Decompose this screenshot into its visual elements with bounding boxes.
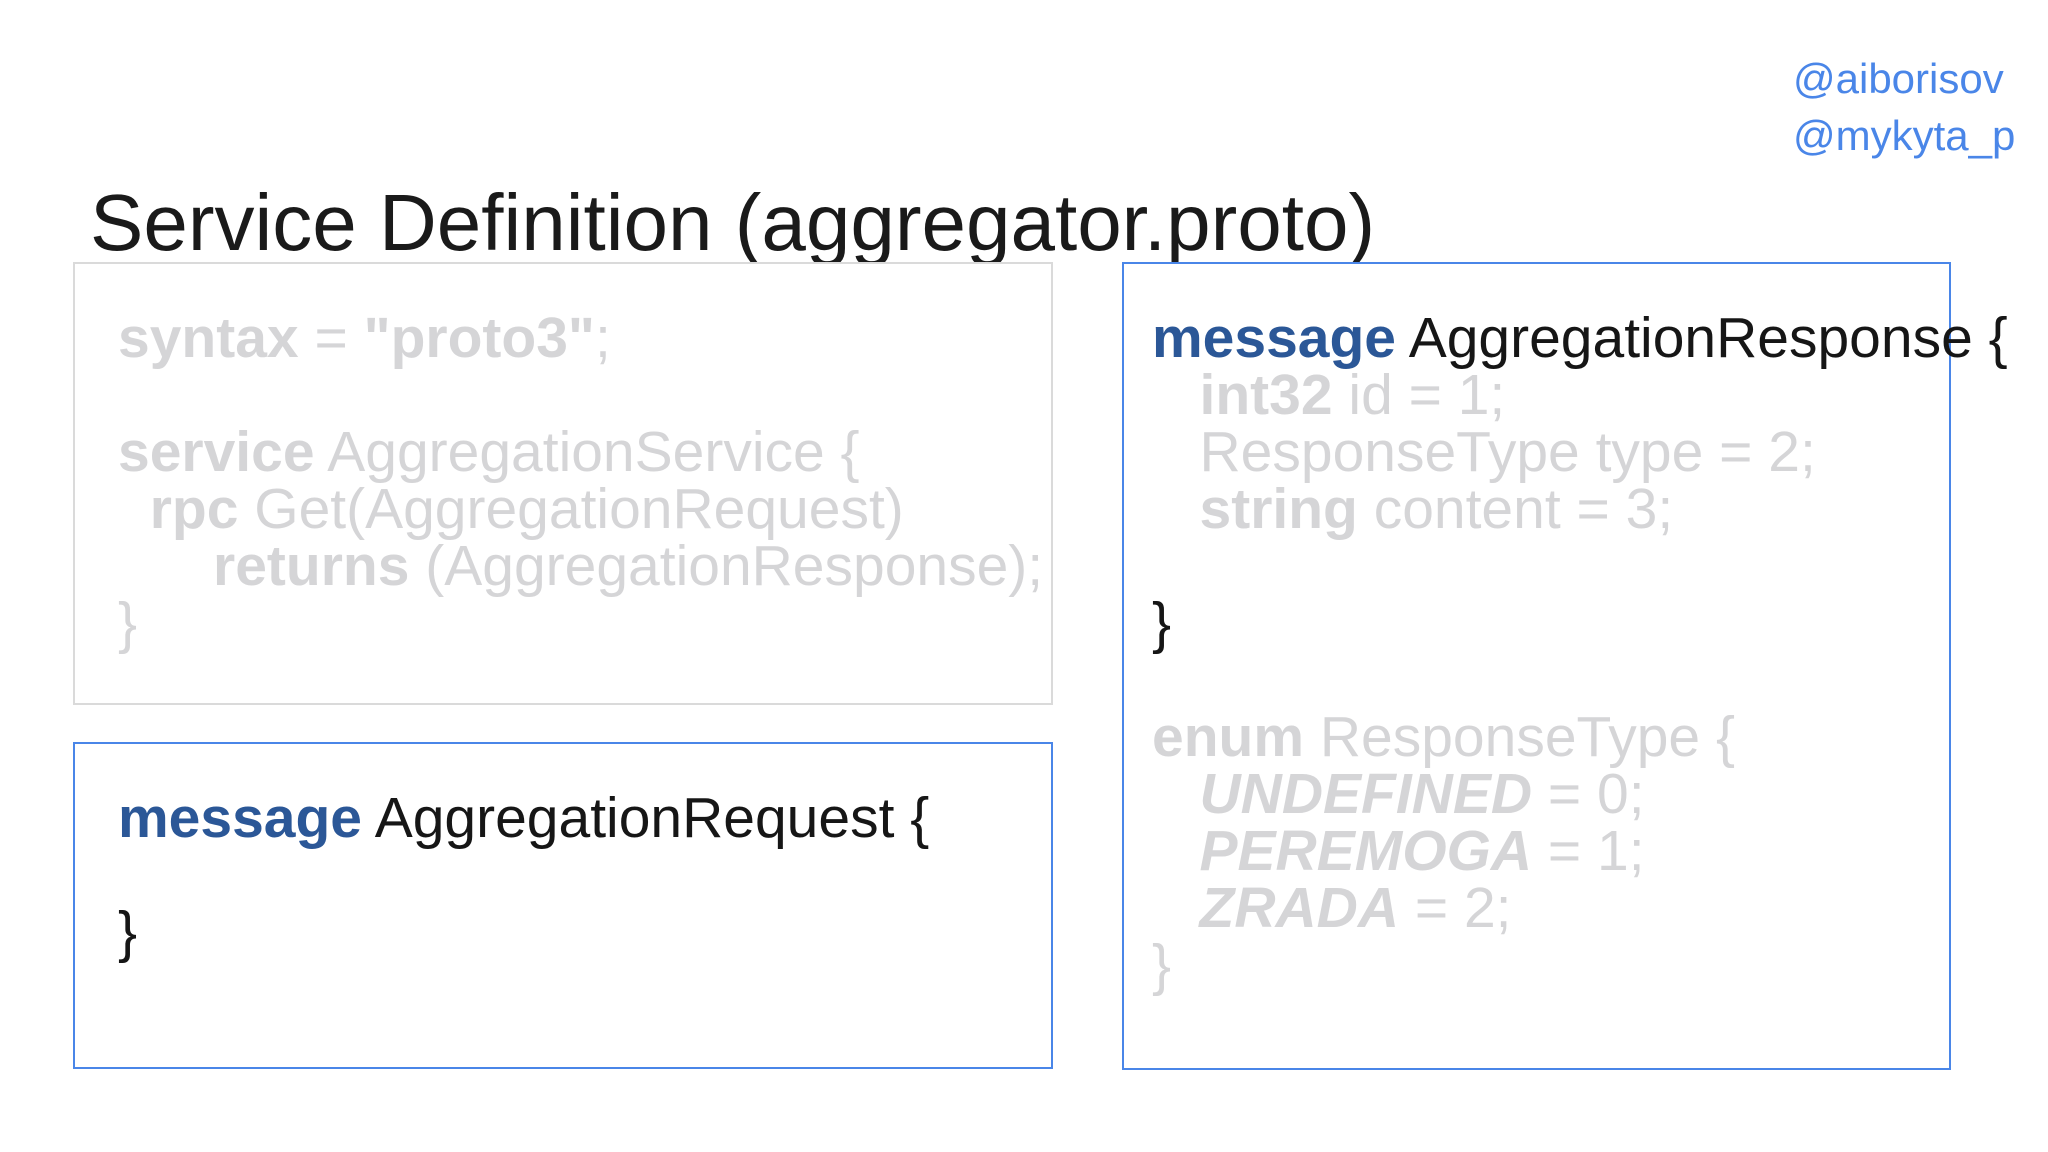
code-line: message AggregationRequest { <box>118 786 930 850</box>
code-line: } <box>1152 591 1172 655</box>
author-handles: @aiborisov @mykyta_p <box>1793 50 2015 164</box>
code-line <box>1152 652 2008 709</box>
code-block: message AggregationResponse { int32 id =… <box>1152 310 2008 994</box>
author-handle-mykyta-p: @mykyta_p <box>1793 112 2016 159</box>
code-line: } <box>118 900 138 964</box>
author-handle-aiborisov: @aiborisov <box>1793 55 2004 102</box>
code-block: message AggregationRequest { } <box>118 790 929 961</box>
code-box-aggregation-response: message AggregationResponse { int32 id =… <box>1122 262 2008 1070</box>
code-line: rpc Get(AggregationRequest) <box>149 477 904 541</box>
code-line: } <box>1152 933 1172 997</box>
code-line: enum ResponseType { <box>1152 705 1735 769</box>
code-line: returns (AggregationResponse); <box>213 534 1044 598</box>
code-line <box>118 367 1043 424</box>
code-line: PEREMOGA = 1; <box>1199 819 1645 883</box>
code-line: } <box>118 591 138 655</box>
code-line <box>118 847 929 904</box>
slide-title: Service Definition (aggregator.proto) <box>90 177 1376 267</box>
code-line: ZRADA = 2; <box>1199 876 1512 940</box>
code-block: syntax = "proto3"; service AggregationSe… <box>118 310 1043 652</box>
code-line: int32 id = 1; <box>1199 363 1506 427</box>
code-line: ResponseType type = 2; <box>1152 420 1816 484</box>
code-line: service AggregationService { <box>118 420 860 484</box>
code-line <box>1152 538 2008 595</box>
code-line: syntax = "proto3"; <box>118 306 611 370</box>
code-line: string content = 3; <box>1199 477 1674 541</box>
code-box-proto-syntax-service: syntax = "proto3"; service AggregationSe… <box>73 262 1053 705</box>
code-line: message AggregationResponse { <box>1152 306 2008 370</box>
code-box-aggregation-request: message AggregationRequest { } <box>73 742 1053 1069</box>
code-line: UNDEFINED = 0; <box>1199 762 1645 826</box>
